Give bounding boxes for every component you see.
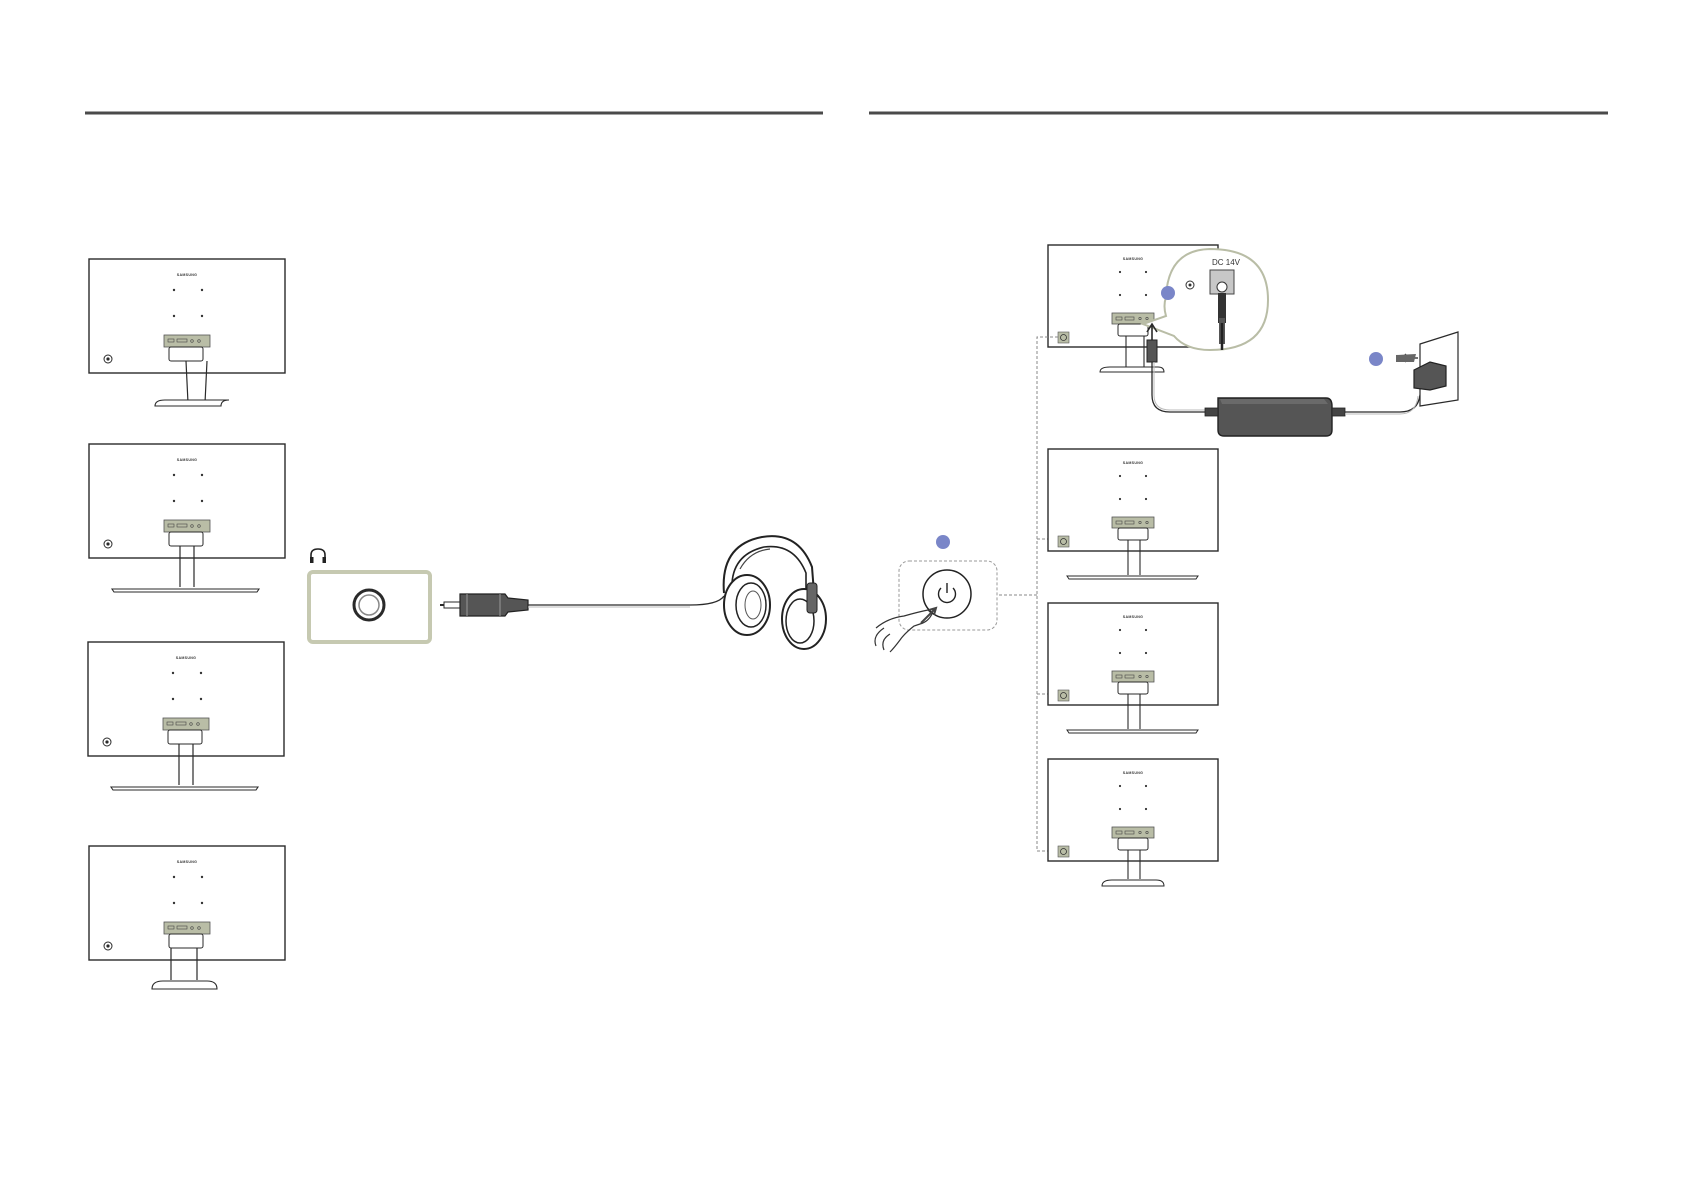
finger-press-illustration <box>874 609 933 653</box>
monitor-brand-label: SAMSUNG <box>177 273 197 277</box>
power-icon <box>937 583 957 604</box>
dc-port-label: DC 14V <box>1212 258 1241 267</box>
power-adapter <box>1204 387 1423 437</box>
monitor-brand-label: SAMSUNG <box>176 656 196 660</box>
power-monitor-back-4: SAMSUNG <box>1047 758 1219 887</box>
monitor-brand-label: SAMSUNG <box>1123 461 1143 465</box>
monitor-brand-label: SAMSUNG <box>1123 771 1143 775</box>
monitor-back-3: SAMSUNG <box>87 641 285 791</box>
step-marker-1 <box>1161 286 1175 300</box>
wall-outlet <box>1396 331 1459 407</box>
monitor-brand-label: SAMSUNG <box>1123 615 1143 619</box>
monitor-back-1: SAMSUNG <box>88 258 286 407</box>
monitor-brand-label: SAMSUNG <box>177 860 197 864</box>
dc-plug-cable <box>1146 322 1215 413</box>
power-port-zoom-callout: DC 14V <box>1140 247 1270 352</box>
headphone-cable <box>528 595 725 606</box>
power-monitor-back-3: SAMSUNG <box>1047 602 1219 734</box>
power-button[interactable] <box>922 569 972 619</box>
power-button-callout <box>874 560 998 653</box>
headphone-port-panel <box>307 570 432 644</box>
monitor-brand-label: SAMSUNG <box>1123 257 1143 261</box>
audio-plug <box>440 593 529 617</box>
step-marker-2 <box>1369 352 1383 366</box>
power-monitor-back-2: SAMSUNG <box>1047 448 1219 580</box>
headphone-jack-icon <box>310 548 326 563</box>
headphones-illustration <box>722 535 827 650</box>
monitor-brand-label: SAMSUNG <box>177 458 197 462</box>
monitor-back-2: SAMSUNG <box>88 443 286 593</box>
step-marker-3 <box>936 535 950 549</box>
power-monitor-back-1: SAMSUNG <box>1047 244 1219 373</box>
monitor-back-4: SAMSUNG <box>88 845 286 990</box>
